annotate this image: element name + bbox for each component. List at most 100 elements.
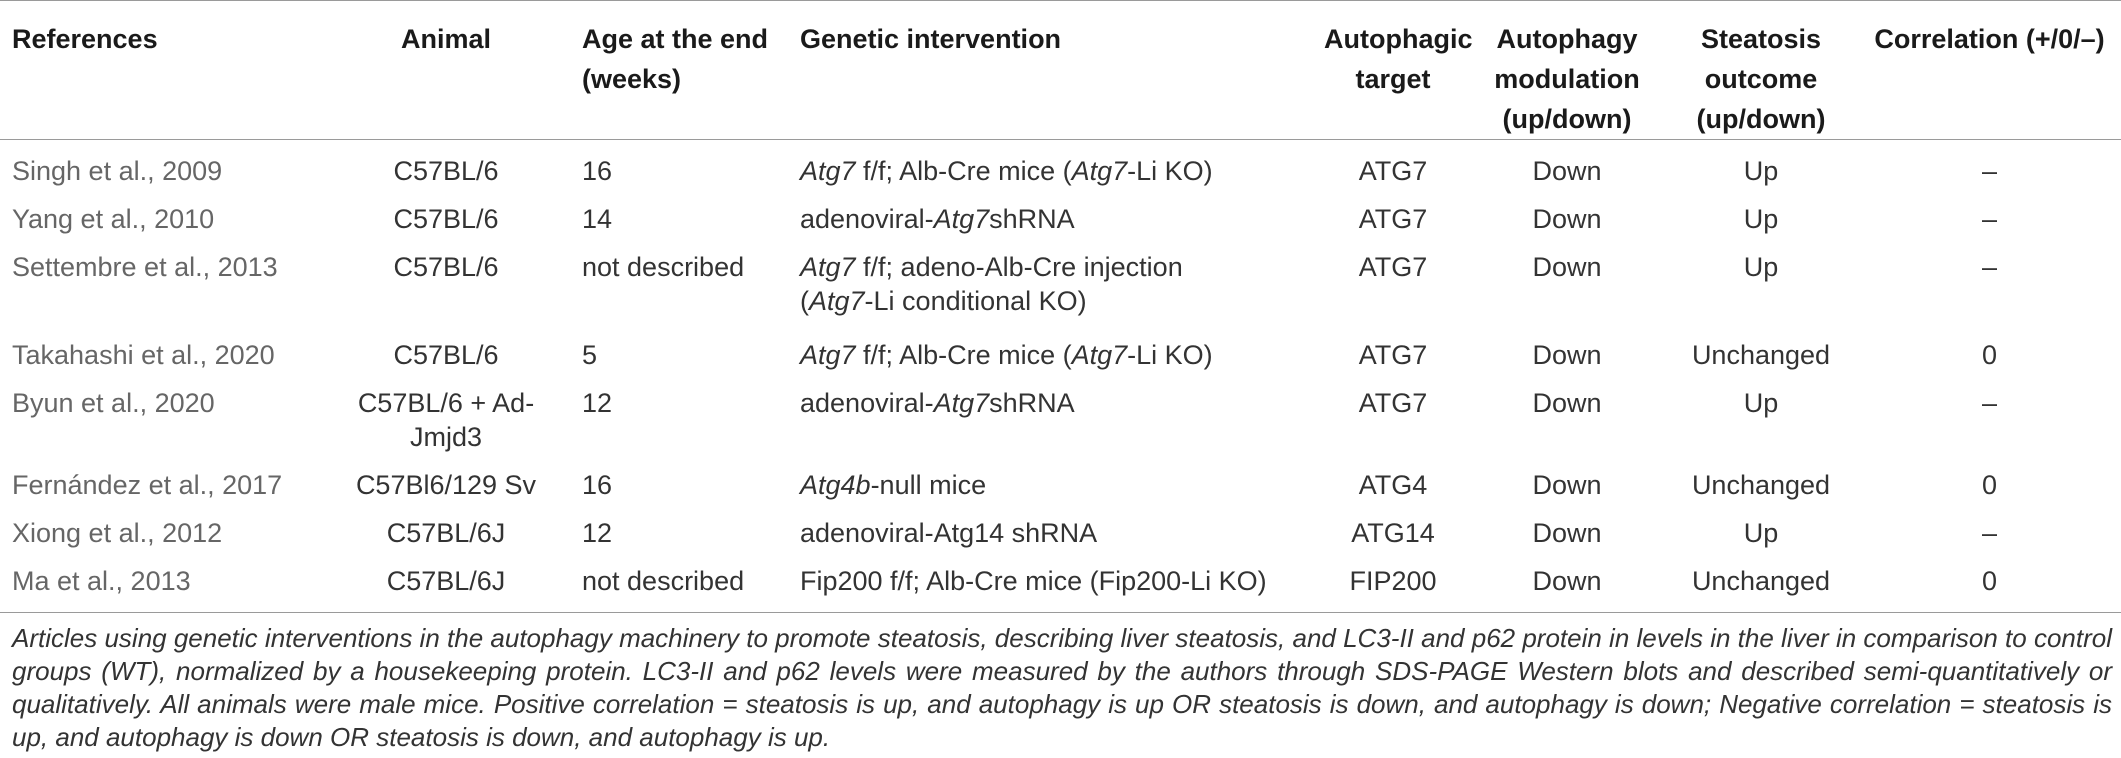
cell-reference: Fernández et al., 2017: [12, 470, 283, 500]
cell-steatosis: Up: [1743, 518, 1779, 548]
cell-animal: C57Bl6/129 Sv: [355, 470, 537, 500]
text-segment: shRNA: [989, 204, 1075, 234]
cell-intervention: adenoviral-Atg7shRNA: [792, 372, 1316, 454]
gene-name: Atg7: [933, 204, 990, 234]
text-segment: -Li conditional KO): [864, 286, 1087, 316]
cell-correlation: 0: [1981, 470, 1998, 500]
cell-age: not described: [574, 550, 792, 613]
gene-name: Atg7: [800, 156, 856, 186]
table-row: Settembre et al., 2013 C57BL/6 not descr…: [0, 236, 2121, 324]
text-segment: adenoviral-: [800, 204, 934, 234]
cell-modulation: Down: [1532, 518, 1602, 548]
gene-name: Atg7: [1071, 340, 1128, 370]
gene-name: Atg7: [809, 286, 865, 316]
text-segment: f/f; Alb-Cre mice (: [855, 340, 1072, 370]
cell-reference: Yang et al., 2010: [12, 204, 215, 234]
cell-steatosis: Unchanged: [1691, 340, 1831, 370]
cell-steatosis: Unchanged: [1691, 470, 1831, 500]
text-segment: shRNA: [989, 388, 1075, 418]
col-header-references: References: [0, 0, 318, 140]
cell-animal: C57BL/6: [393, 252, 499, 282]
text-segment: adenoviral-Atg14 shRNA: [800, 518, 1098, 548]
gene-name: Atg7: [800, 340, 856, 370]
cell-animal: C57BL/6: [393, 156, 499, 186]
cell-target: ATG7: [1358, 340, 1428, 370]
cell-age: 12: [582, 388, 613, 418]
cell-age: 5: [582, 340, 598, 370]
cell-intervention: Atg4b-null mice: [792, 454, 1316, 502]
cell-intervention: adenoviral-Atg7shRNA: [792, 188, 1316, 236]
text-segment: Fip200 f/f; Alb-Cre mice (Fip200-Li KO): [800, 566, 1267, 596]
cell-correlation: –: [1981, 156, 1998, 186]
col-header-animal: Animal: [318, 0, 574, 140]
cell-animal: C57BL/6J: [386, 518, 506, 548]
cell-target: ATG7: [1358, 156, 1428, 186]
cell-steatosis: Unchanged: [1664, 550, 1858, 613]
text-segment: -null mice: [870, 470, 987, 500]
header-row: References Animal Age at the end (weeks)…: [0, 0, 2121, 140]
cell-modulation: Down: [1532, 204, 1602, 234]
cell-correlation: 0: [1858, 550, 2121, 613]
gene-name: Atg7: [933, 388, 990, 418]
col-header-age: Age at the end (weeks): [574, 0, 792, 140]
cell-target: FIP200: [1316, 550, 1470, 613]
cell-reference: Settembre et al., 2013: [12, 252, 278, 282]
cell-steatosis: Up: [1743, 388, 1779, 418]
gene-name: Atg4b: [800, 470, 871, 500]
cell-intervention: adenoviral-Atg14 shRNA: [792, 502, 1316, 550]
cell-age: 12: [582, 518, 613, 548]
cell-modulation: Down: [1532, 340, 1602, 370]
col-header-target: Autophagic target: [1316, 0, 1473, 140]
col-header-steatosis: Steatosis outcome (up/down): [1664, 0, 1858, 140]
table-footnote: Articles using genetic interventions in …: [12, 623, 2112, 752]
cell-intervention: Atg7 f/f; adeno-Alb-Cre injection(Atg7-L…: [792, 236, 1316, 324]
gene-name: Atg7: [1071, 156, 1128, 186]
data-table: References Animal Age at the end (weeks)…: [0, 0, 2121, 613]
text-segment: -Li KO): [1127, 340, 1213, 370]
text-segment: adenoviral-: [800, 388, 934, 418]
table-row: Byun et al., 2020 C57BL/6 + Ad-Jmjd3 12 …: [0, 372, 2121, 454]
cell-target: ATG7: [1358, 252, 1428, 282]
cell-target: ATG7: [1358, 388, 1428, 418]
cell-animal: C57BL/6: [393, 204, 499, 234]
cell-steatosis: Up: [1743, 204, 1779, 234]
text-segment: f/f; adeno-Alb-Cre injection: [855, 252, 1183, 282]
cell-reference: Takahashi et al., 2020: [12, 340, 275, 370]
cell-steatosis: Up: [1743, 252, 1779, 282]
cell-correlation: –: [1981, 518, 1998, 548]
cell-age: not described: [582, 252, 745, 282]
table-row: Xiong et al., 2012 C57BL/6J 12 adenovira…: [0, 502, 2121, 550]
cell-reference: Xiong et al., 2012: [12, 518, 223, 548]
cell-target: ATG4: [1358, 470, 1428, 500]
cell-intervention: Atg7 f/f; Alb-Cre mice (Atg7-Li KO): [792, 324, 1316, 372]
cell-target: ATG7: [1358, 204, 1428, 234]
text-segment: (: [800, 286, 809, 316]
table-row: Yang et al., 2010 C57BL/6 14 adenoviral-…: [0, 188, 2121, 236]
cell-reference: Byun et al., 2020: [12, 388, 215, 418]
table-row: Singh et al., 2009 C57BL/6 16 Atg7 f/f; …: [0, 140, 2121, 189]
cell-animal: C57BL/6 + Ad-Jmjd3: [357, 388, 535, 452]
col-header-modulation: Autophagy modulation (up/down): [1470, 0, 1664, 140]
cell-modulation: Down: [1470, 550, 1664, 613]
cell-reference: Singh et al., 2009: [12, 156, 223, 186]
cell-age: 16: [582, 156, 613, 186]
cell-animal: C57BL/6: [393, 340, 499, 370]
table-row: Fernández et al., 2017 C57Bl6/129 Sv 16 …: [0, 454, 2121, 502]
cell-correlation: 0: [1981, 340, 1998, 370]
text-segment: -Li KO): [1127, 156, 1213, 186]
cell-reference: Ma et al., 2013: [0, 550, 318, 613]
cell-age: 16: [582, 470, 613, 500]
cell-intervention: Atg7 f/f; Alb-Cre mice (Atg7-Li KO): [792, 140, 1316, 189]
cell-steatosis: Up: [1743, 156, 1779, 186]
text-segment: f/f; Alb-Cre mice (: [855, 156, 1072, 186]
table-row: Ma et al., 2013 C57BL/6J not described F…: [0, 550, 2121, 613]
cell-modulation: Down: [1532, 388, 1602, 418]
cell-target: ATG14: [1351, 518, 1435, 548]
col-header-correlation: Correlation (+/0/–): [1858, 0, 2121, 140]
cell-modulation: Down: [1532, 252, 1602, 282]
cell-modulation: Down: [1532, 156, 1602, 186]
table-row: Takahashi et al., 2020 C57BL/6 5 Atg7 f/…: [0, 324, 2121, 372]
cell-correlation: –: [1981, 252, 1998, 282]
cell-age: 14: [582, 204, 613, 234]
